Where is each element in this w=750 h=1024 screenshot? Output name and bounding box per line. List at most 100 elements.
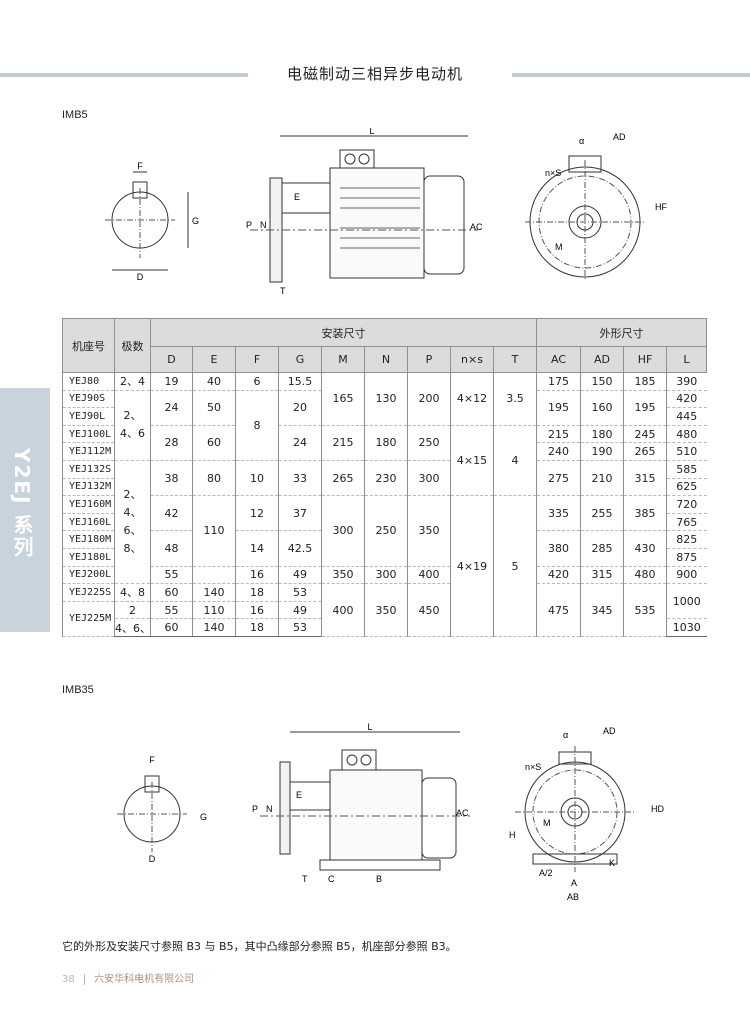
dim-label-e: E — [296, 790, 302, 800]
table-cell: 210 — [580, 460, 624, 497]
table-cell: 385 — [623, 495, 667, 532]
table-cell: 60 — [150, 618, 193, 637]
table-cell: 240 — [536, 442, 581, 461]
table-cell: 60 — [150, 583, 193, 602]
dim-label-d: D — [137, 272, 144, 282]
subheader: M — [321, 346, 365, 373]
table-cell: 1030 — [666, 618, 707, 637]
table-cell: 110 — [192, 495, 236, 567]
header-rule-right — [512, 73, 750, 77]
table-cell: 720 — [666, 495, 707, 514]
table-cell: 2、4、 6、8、 — [114, 460, 151, 585]
subheader: G — [278, 346, 322, 373]
table-cell: 535 — [623, 583, 667, 637]
table-cell: 175 — [536, 372, 581, 391]
header-outline-dimensions: 外形尺寸 — [536, 318, 707, 347]
table-cell: 110 — [192, 601, 236, 620]
imb5-end-view-drawing: n×S α AD HF M — [525, 132, 667, 280]
table-cell: 49 — [278, 566, 322, 585]
table-cell: 2 — [114, 601, 151, 620]
table-cell: 185 — [623, 372, 667, 391]
table-cell: 480 — [623, 566, 667, 585]
table-cell: YEJ225M — [62, 601, 115, 637]
page-number: 38 — [62, 974, 75, 985]
table-cell: 585 — [666, 460, 707, 479]
table-cell: 6 — [235, 372, 279, 391]
dim-label-nxs: n×S — [545, 168, 561, 178]
dim-label-k: K — [609, 858, 615, 868]
table-cell: 300 — [364, 566, 408, 585]
table-cell: 1000 — [666, 583, 707, 620]
subheader: n×s — [450, 346, 494, 373]
table-cell: 16 — [235, 601, 279, 620]
table-cell: 140 — [192, 583, 236, 602]
table-cell: 400 — [407, 566, 451, 585]
dim-label-b: B — [376, 874, 382, 884]
table-cell: 42 — [150, 495, 193, 532]
table-cell: 335 — [536, 495, 581, 532]
dim-label-l: L — [369, 128, 374, 136]
table-cell: YEJ90L — [62, 407, 115, 426]
table-cell: 765 — [666, 513, 707, 532]
table-cell: 18 — [235, 618, 279, 637]
subheader: F — [235, 346, 279, 373]
imb35-side-view-drawing: L P N E T C B AC — [252, 722, 470, 884]
header-rule-left — [0, 73, 248, 77]
dim-label-a: A — [571, 878, 577, 888]
table-cell: 510 — [666, 442, 707, 461]
dim-label-t: T — [302, 874, 308, 884]
imb35-shaft-end-drawing: F D G — [117, 755, 207, 864]
table-cell: 195 — [536, 390, 581, 426]
subheader: AC — [536, 346, 581, 373]
table-cell: 300 — [407, 460, 451, 497]
subheader: L — [666, 346, 707, 373]
table-cell: 150 — [580, 372, 624, 391]
table-cell: 195 — [623, 390, 667, 426]
table-cell: 3.5 — [493, 372, 537, 426]
table-cell: 37 — [278, 495, 322, 532]
dim-label-n: N — [260, 220, 267, 230]
table-cell: YEJ132M — [62, 478, 115, 497]
dim-label-ad: AD — [603, 726, 616, 736]
table-cell: 200 — [407, 372, 451, 426]
subheader: P — [407, 346, 451, 373]
table-cell: 5 — [493, 495, 537, 637]
dim-label-g: G — [200, 812, 207, 822]
table-cell: YEJ160M — [62, 495, 115, 514]
table-cell: 180 — [580, 425, 624, 444]
table-cell: 48 — [150, 530, 193, 567]
table-cell: 53 — [278, 618, 322, 637]
table-cell: 480 — [666, 425, 707, 444]
table-cell: 160 — [580, 390, 624, 426]
table-cell: 2、4 — [114, 372, 151, 391]
dim-label-p: P — [246, 220, 252, 230]
dim-label-ac: AC — [470, 222, 483, 232]
table-cell: 4、8 — [114, 583, 151, 602]
dim-label-ad: AD — [613, 132, 626, 142]
table-cell: 245 — [623, 425, 667, 444]
dim-label-f: F — [149, 755, 155, 765]
subheader: HF — [623, 346, 667, 373]
table-cell: 24 — [278, 425, 322, 461]
footer-divider — [83, 973, 85, 985]
header-install-dimensions: 安装尺寸 — [150, 318, 537, 347]
table-cell: 28 — [150, 425, 193, 461]
table-cell: 420 — [536, 566, 581, 585]
table-cell: 315 — [623, 460, 667, 497]
dim-label-e: E — [294, 192, 300, 202]
table-cell: 53 — [278, 583, 322, 602]
dim-label-h: H — [509, 830, 516, 840]
table-cell: 300 — [321, 495, 365, 567]
table-cell: 180 — [364, 425, 408, 461]
table-cell: 420 — [666, 390, 707, 409]
dim-label-alpha: α — [563, 730, 568, 740]
dim-label-f: F — [137, 161, 143, 171]
table-cell: 255 — [580, 495, 624, 532]
dim-label-l: L — [367, 722, 372, 732]
dim-label-m: M — [555, 242, 563, 252]
table-cell: 390 — [666, 372, 707, 391]
dim-label-p: P — [252, 804, 258, 814]
subheader: D — [150, 346, 193, 373]
dim-label-nxs: n×S — [525, 762, 541, 772]
table-cell: 2、 4、6 — [114, 390, 151, 461]
